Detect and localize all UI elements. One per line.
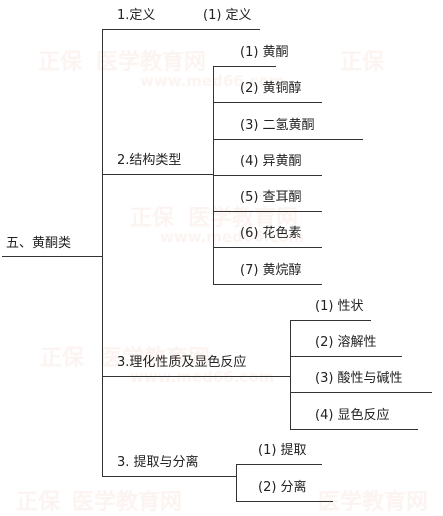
leaf-label: (3) 二氢黄酮 — [240, 118, 315, 133]
leaf-label: (2) 溶解性 — [315, 335, 377, 350]
leaf-label: (2) 黄铜醇 — [240, 81, 302, 96]
branch-label-definition: 1.定义 — [117, 8, 156, 23]
leaf-label: (6) 花色素 — [240, 226, 302, 241]
leaf-label: (2) 分离 — [258, 480, 307, 495]
root-label: 五、黄酮类 — [6, 236, 72, 251]
leaf-label: (1) 黄酮 — [240, 45, 289, 60]
branch-label-structure: 2.结构类型 — [117, 153, 182, 168]
leaf-label: (1) 定义 — [203, 8, 252, 23]
leaf-label: (3) 酸性与碱性 — [315, 371, 403, 386]
leaf-label: (5) 查耳酮 — [240, 190, 302, 205]
leaf-label: (4) 显色反应 — [315, 408, 390, 423]
leaf-label: (7) 黄烷醇 — [240, 263, 302, 278]
leaf-label: (4) 异黄酮 — [240, 154, 302, 169]
branch-label-extraction: 3. 提取与分离 — [117, 455, 199, 470]
leaf-label: (1) 提取 — [258, 443, 307, 458]
branch-label-properties: 3.理化性质及显色反应 — [117, 355, 247, 370]
leaf-label: (1) 性状 — [315, 299, 364, 314]
